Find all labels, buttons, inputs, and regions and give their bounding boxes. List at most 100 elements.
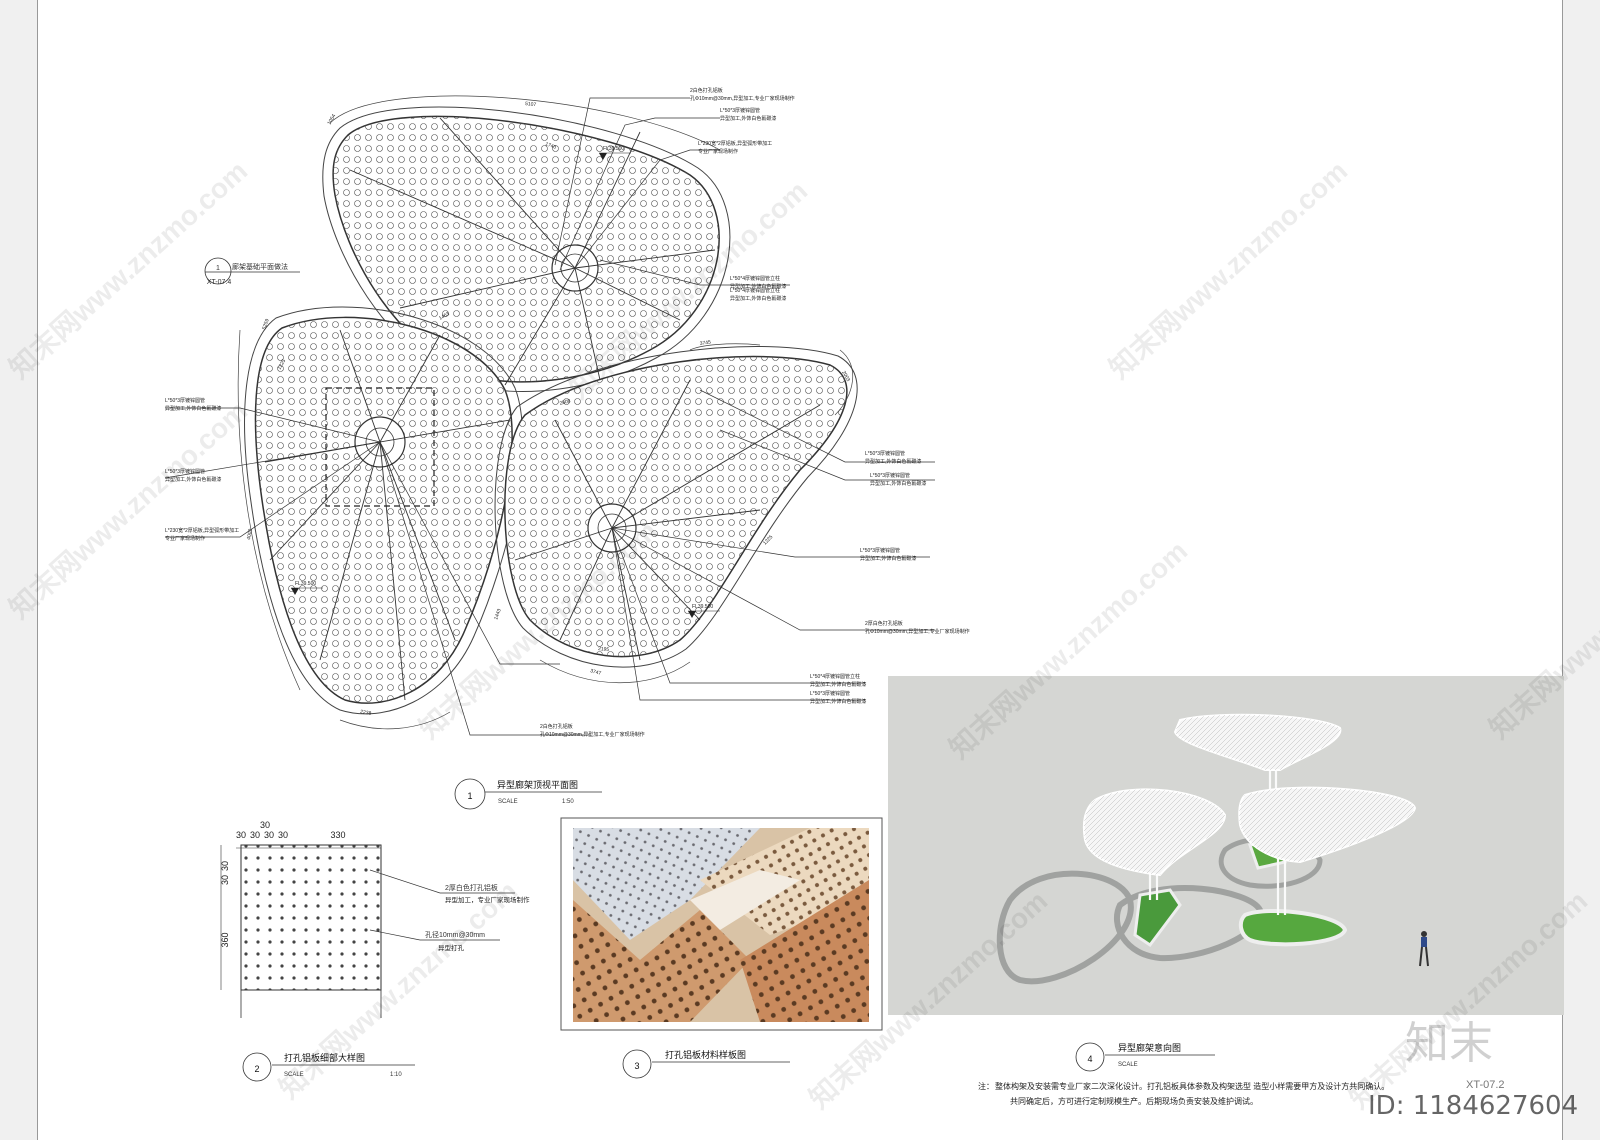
panel-note-1-sub: 异型加工，专业厂家现场制作 <box>445 895 530 904</box>
elevation-marker: FL39.500 <box>599 146 631 160</box>
dimension-label: 1225 <box>762 534 774 546</box>
callout-label: 廊架基础平面做法 <box>232 262 288 271</box>
annotation-subtext: 异型加工,外饰白色氟碳漆 <box>730 295 786 302</box>
annotation-subtext: 孔Φ10mm@30mm,异型加工,专业厂家现场制作 <box>540 731 645 738</box>
figure1-scale: 1:50 <box>562 799 574 805</box>
notes-line-2: 共同确定后，方可进行定制规模生产。后期现场负责安装及维护调试。 <box>1010 1096 1258 1106</box>
panel-dimension-top: 30 <box>264 830 274 840</box>
panel-dimension-left: 30 <box>220 861 230 871</box>
annotation-text: 2白色打孔铝板 <box>540 723 573 730</box>
dimension-label: 3745 <box>699 339 711 347</box>
annotation-text: L*50*4厚镀锌圆管立柱 <box>810 673 860 680</box>
annotation-subtext: 异型加工,外饰白色氟碳漆 <box>730 283 786 290</box>
figure4-title-block: 4 异型廊架意向图 SCALE <box>1075 1042 1215 1072</box>
canopy-left <box>244 306 523 715</box>
annotation-subtext: 异型加工,外饰白色氟碳漆 <box>165 476 221 483</box>
panel-dimension-top: 30 <box>250 830 260 840</box>
figure2-number: 2 <box>254 1064 259 1074</box>
annotation-text: L*50*3厚镀锌圆管 <box>870 472 910 479</box>
canopy-top <box>322 106 731 392</box>
annotation-subtext: 异型加工,外饰白色氟碳漆 <box>165 405 221 412</box>
plan-dimensions: 5107105417435259374522383747400214432808… <box>246 101 851 717</box>
elevation-label: FL39.500 <box>603 146 624 152</box>
material-sample-photo <box>560 817 883 1031</box>
elevation-marker: FL39.500 <box>291 581 323 595</box>
annotation-subtext: 孔Φ10mm@30mm,异型加工,专业厂家现场制作 <box>690 95 795 102</box>
panel-note-1: 2厚白色打孔铝板 <box>445 883 498 892</box>
annotation-subtext: 异型加工,外饰白色氟碳漆 <box>810 681 866 688</box>
annotation-subtext: 专业厂家现场制作 <box>698 148 738 155</box>
brand-logo: 知末 <box>1405 1018 1493 1069</box>
callout-sheet: XT-07.4 <box>207 279 232 286</box>
watermark-text: 知末网www.znzmo.com <box>1483 514 1600 744</box>
dimension-label: 1225 <box>277 358 288 371</box>
elevation-marker: FL39.500 <box>688 604 720 618</box>
figure3-number: 3 <box>634 1061 639 1071</box>
annotation-text: L*50*3厚镀锌圆管 <box>165 468 205 475</box>
figure3-title: 打孔铝板材料样板图 <box>665 1049 746 1060</box>
notes-prefix: 注： <box>978 1081 994 1091</box>
figure4-title: 异型廊架意向图 <box>1118 1042 1181 1053</box>
watermark-text: 知末网www.znzmo.com <box>3 394 254 624</box>
annotation-text: L*50*3厚镀锌圆管 <box>860 547 900 554</box>
annotation-subtext: 异型加工,外饰白色氟碳漆 <box>860 555 916 562</box>
dimension-label: 4002 <box>246 528 254 540</box>
annotation-subtext: 异型加工,外饰白色氟碳漆 <box>865 458 921 465</box>
panel-dimension-top: 330 <box>330 830 345 840</box>
dimension-label: 3747 <box>589 668 602 677</box>
dimension-label: 1054 <box>327 113 338 126</box>
annotation-text: L*230宽*2厚铝板,异型弧形带加工 <box>698 140 772 147</box>
panel-dimension-left: 30 <box>220 875 230 885</box>
figure1-title: 异型廊架顶视平面图 <box>497 779 578 790</box>
elevation-label: FL39.500 <box>692 604 713 610</box>
plan-annotations: 2白色打孔铝板孔Φ10mm@30mm,异型加工,专业厂家现场制作L*50*3厚镀… <box>165 87 970 738</box>
notes-line-1: 整体构架及安装需专业厂家二次深化设计。打孔铝板具体参数及构架选型 造型小样需要甲… <box>995 1081 1389 1091</box>
annotation-text: 2厚白色打孔铝板 <box>865 620 903 627</box>
callout-number: 1 <box>216 265 220 272</box>
panel-dimension-top: 30 <box>278 830 288 840</box>
dimension-label: 2808 <box>559 398 572 407</box>
annotation-text: 2白色打孔铝板 <box>690 87 723 94</box>
pavilion-rendering <box>888 676 1564 1015</box>
dimension-label: 1443 <box>493 608 503 621</box>
annotation-subtext: 孔Φ10mm@30mm,异型加工,专业厂家现场制作 <box>865 628 970 635</box>
panel-note-2-sub: 异型打孔 <box>438 943 465 952</box>
annotation-text: L*50*4厚镀锌圆管立柱 <box>730 275 780 282</box>
panel-note-2: 孔径10mm@30mm <box>425 930 485 939</box>
watermark-text: 知末网www.znzmo.com <box>1103 154 1354 384</box>
callout-reference[interactable]: 1 XT-07.4 廊架基础平面做法 <box>204 257 300 286</box>
canopy-plan <box>164 95 935 736</box>
annotation-text: L*50*3厚镀锌圆管 <box>720 107 760 114</box>
dimension-label: 5107 <box>525 101 537 108</box>
scale-figure <box>1419 931 1429 967</box>
design-notes: 注： 整体构架及安装需专业厂家二次深化设计。打孔铝板具体参数及构架选型 造型小样… <box>978 1081 1389 1106</box>
dimension-label: 5259 <box>261 318 271 331</box>
annotation-text: L*50*3厚镀锌圆管 <box>865 450 905 457</box>
figure1-title-block: 1 异型廊架顶视平面图 SCALE 1:50 <box>454 778 602 810</box>
dimension-label: 2238 <box>360 709 372 717</box>
panel-dimension-top: 30 <box>260 820 270 830</box>
dimension-label: 2003 <box>840 370 851 383</box>
annotation-text: L*50*3厚镀锌圆管 <box>810 690 850 697</box>
annotation-subtext: 异型加工,外饰白色氟碳漆 <box>720 115 776 122</box>
dimension-label: 2195 <box>598 646 610 653</box>
figure4-number: 4 <box>1087 1054 1092 1064</box>
sheet-code: XT-07.2 <box>1466 1079 1505 1091</box>
figure2-title-block: 2 打孔铝板细部大样图 SCALE 1:10 <box>242 1052 415 1082</box>
annotation-subtext: 异型加工,外饰白色氟碳漆 <box>870 480 926 487</box>
annotation-text: L*50*4厚镀锌圆管立柱 <box>730 287 780 294</box>
